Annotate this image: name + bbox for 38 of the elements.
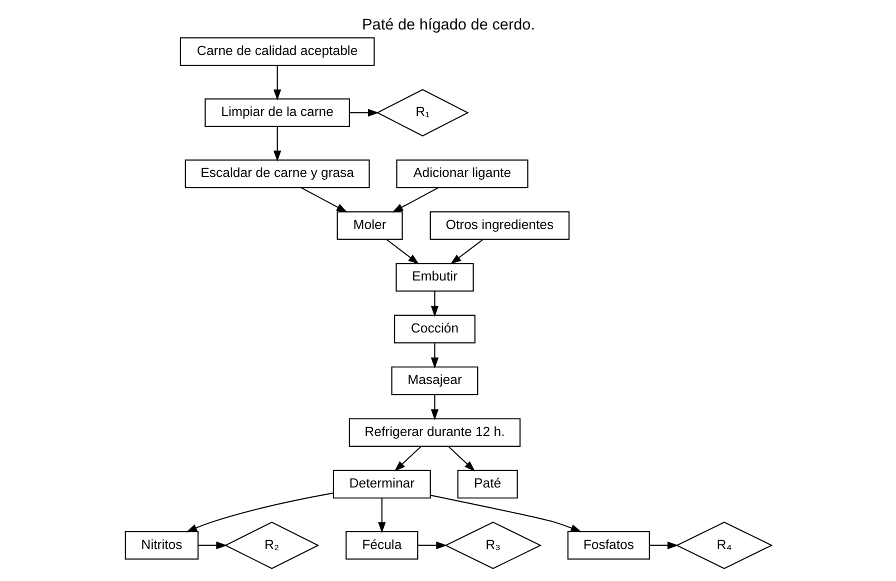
node-box: Fécula bbox=[345, 531, 418, 560]
node-box: Refrigerar durante 12 h. bbox=[348, 418, 520, 447]
arrow bbox=[378, 498, 386, 534]
arrow bbox=[386, 238, 419, 264]
node-box: Masajear bbox=[390, 366, 478, 396]
node-box: Carne de calidad aceptable bbox=[179, 37, 374, 66]
node-box: Adicionar ligante bbox=[396, 160, 528, 188]
arrow bbox=[186, 492, 333, 532]
arrow bbox=[417, 541, 447, 550]
node-box: Moler bbox=[336, 211, 402, 240]
arrow bbox=[198, 541, 227, 550]
node-box: Determinar bbox=[332, 470, 430, 499]
diagram-title: Paté de hígado de cerdo. bbox=[361, 16, 535, 34]
node-box: Limpiar de la carne bbox=[204, 98, 350, 128]
node-diamond: R₁ bbox=[376, 88, 468, 136]
arrow bbox=[349, 108, 378, 117]
arrow bbox=[394, 446, 421, 472]
arrow bbox=[272, 126, 281, 162]
arrow bbox=[649, 541, 678, 550]
arrow bbox=[430, 394, 438, 420]
arrow bbox=[448, 446, 475, 472]
node-box: Nitritos bbox=[124, 531, 198, 560]
arrow bbox=[272, 66, 281, 101]
node-box: Otros ingredientes bbox=[429, 211, 570, 240]
arrow bbox=[430, 291, 438, 317]
arrow bbox=[450, 238, 483, 264]
node-box: Escaldar de carne y grasa bbox=[184, 160, 370, 188]
node-box: Cocción bbox=[394, 314, 475, 344]
arrow bbox=[300, 187, 348, 213]
node-diamond: R₃ bbox=[444, 522, 542, 570]
arrow bbox=[430, 494, 582, 532]
node-box: Paté bbox=[456, 470, 518, 499]
node-box: Fosfatos bbox=[566, 531, 650, 560]
node-diamond: R₂ bbox=[224, 522, 319, 570]
arrow bbox=[430, 343, 438, 369]
node-diamond: R₄ bbox=[675, 522, 772, 570]
node-box: Embutir bbox=[395, 262, 474, 292]
arrow bbox=[392, 187, 438, 213]
